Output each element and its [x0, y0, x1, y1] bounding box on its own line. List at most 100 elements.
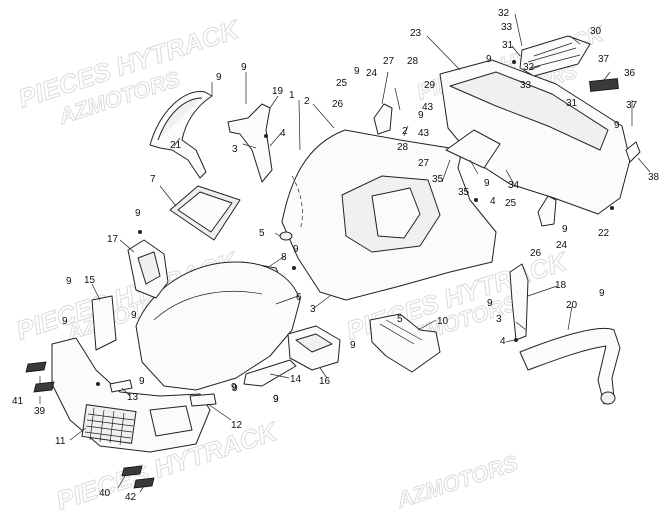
callout-label: 9 — [562, 224, 568, 235]
bumper-light-pod — [149, 405, 193, 437]
callout-label: 39 — [34, 406, 46, 417]
callout-label: 19 — [272, 86, 284, 97]
callout-label: 32 — [498, 8, 510, 19]
callout-label: 22 — [598, 228, 610, 239]
callout-label: 33 — [520, 80, 532, 91]
callout-label: 9 — [487, 298, 493, 309]
clip-bracket — [625, 141, 641, 163]
right-fender-flare-small — [509, 263, 529, 341]
skid-panel-ribs — [379, 319, 423, 345]
fender-end-cap — [600, 391, 616, 405]
small-tab-42 — [133, 477, 155, 489]
callout-label: 9 — [599, 288, 605, 299]
rear-fender-tray — [449, 71, 609, 151]
callout-label: 9 — [350, 340, 356, 351]
callout-label: 9 — [418, 110, 424, 121]
callout-label: 9 — [484, 178, 490, 189]
callout-label: 9 — [273, 394, 279, 405]
callout-label: 9 — [273, 394, 279, 405]
callout-label: 42 — [125, 492, 137, 503]
callout-label: 9 — [135, 208, 141, 219]
callout-label: 9 — [293, 244, 299, 255]
callout-label: 3 — [310, 304, 316, 315]
callout-label: 21 — [170, 140, 182, 151]
fender-flare-inner-strip — [157, 97, 203, 141]
callout-label: 12 — [231, 420, 243, 431]
callout-label: 9 — [66, 276, 72, 287]
callout-label: 9 — [486, 54, 492, 65]
front-body-inner-box — [371, 187, 421, 239]
callout-label: 34 — [508, 180, 520, 191]
headlight-lens — [137, 251, 161, 285]
callout-label: 15 — [84, 275, 96, 286]
storage-cover-inner — [177, 191, 233, 233]
callout-label: 31 — [502, 40, 514, 51]
callout-label: 9 — [614, 120, 620, 131]
grille-mesh — [84, 407, 135, 446]
callout-label: 8 — [281, 252, 287, 263]
rubber-grommet — [279, 231, 293, 241]
callout-label: 35 — [458, 187, 470, 198]
small-bracket-12 — [189, 393, 217, 407]
callout-label: 24 — [366, 68, 378, 79]
callout-label: 7 — [150, 174, 156, 185]
left-rear-fender-flare — [149, 91, 213, 179]
callout-label: 3 — [232, 144, 238, 155]
callout-label: 40 — [99, 488, 111, 499]
bolt — [96, 382, 100, 386]
callout-label: 9 — [131, 310, 137, 321]
callout-label: 26 — [530, 248, 542, 259]
callout-label: 9 — [232, 383, 238, 394]
callout-label: 37 — [598, 54, 610, 65]
watermark-text: AZMOTORS — [393, 450, 521, 513]
callout-label: 25 — [505, 198, 517, 209]
bolt — [514, 338, 518, 342]
bolt — [292, 266, 296, 270]
callout-label: 5 — [259, 228, 265, 239]
callout-label: 10 — [437, 316, 449, 327]
callout-label: 4 — [500, 336, 506, 347]
callout-label: 36 — [624, 68, 636, 79]
callout-label: 4 — [280, 128, 286, 139]
fender-bracket — [227, 103, 273, 183]
callout-label: 27 — [383, 56, 395, 67]
callout-label: 38 — [648, 172, 660, 183]
control-housing-face — [295, 333, 333, 353]
rear-rack-bars — [527, 42, 581, 69]
callout-label: 5 — [397, 314, 403, 325]
callout-label: 3 — [496, 314, 502, 325]
callout-label: 2 — [304, 96, 310, 107]
leader-lines — [39, 13, 651, 493]
callout-label: 32 — [523, 62, 535, 73]
callout-label: 20 — [566, 300, 578, 311]
callout-label: 31 — [566, 98, 578, 109]
callout-label: 9 — [139, 376, 145, 387]
callout-label: 43 — [418, 128, 430, 139]
callout-label: 33 — [501, 22, 513, 33]
callout-label: 35 — [432, 174, 444, 185]
callout-label: 28 — [407, 56, 419, 67]
rear-reflector — [589, 78, 619, 92]
callout-label: 11 — [55, 436, 66, 447]
callout-label: 9 — [216, 72, 222, 83]
callout-label: 26 — [332, 99, 344, 110]
small-bracket-13 — [109, 379, 133, 393]
callout-label: 4 — [490, 196, 496, 207]
callout-label: 30 — [590, 26, 602, 37]
callout-label: 43 — [422, 102, 434, 113]
callout-label: 28 — [397, 142, 409, 153]
callout-label: 23 — [410, 28, 422, 39]
bolt — [474, 198, 478, 202]
callout-label: 13 — [127, 392, 139, 403]
callout-label: 25 — [336, 78, 348, 89]
callout-labels: 1 2 2 3 3 3 4 4 4 5 5 6 7 8 9 9 9 9 9 9 … — [12, 8, 660, 503]
callout-label: 37 — [626, 100, 638, 111]
bolt — [610, 206, 614, 210]
bolt — [512, 60, 516, 64]
callout-label: 9 — [231, 382, 237, 393]
callout-label: 6 — [296, 292, 302, 303]
callout-label: 9 — [62, 316, 68, 327]
callout-label: 18 — [555, 280, 567, 291]
callout-label: 27 — [418, 158, 430, 169]
hood-crease-line — [153, 291, 263, 321]
